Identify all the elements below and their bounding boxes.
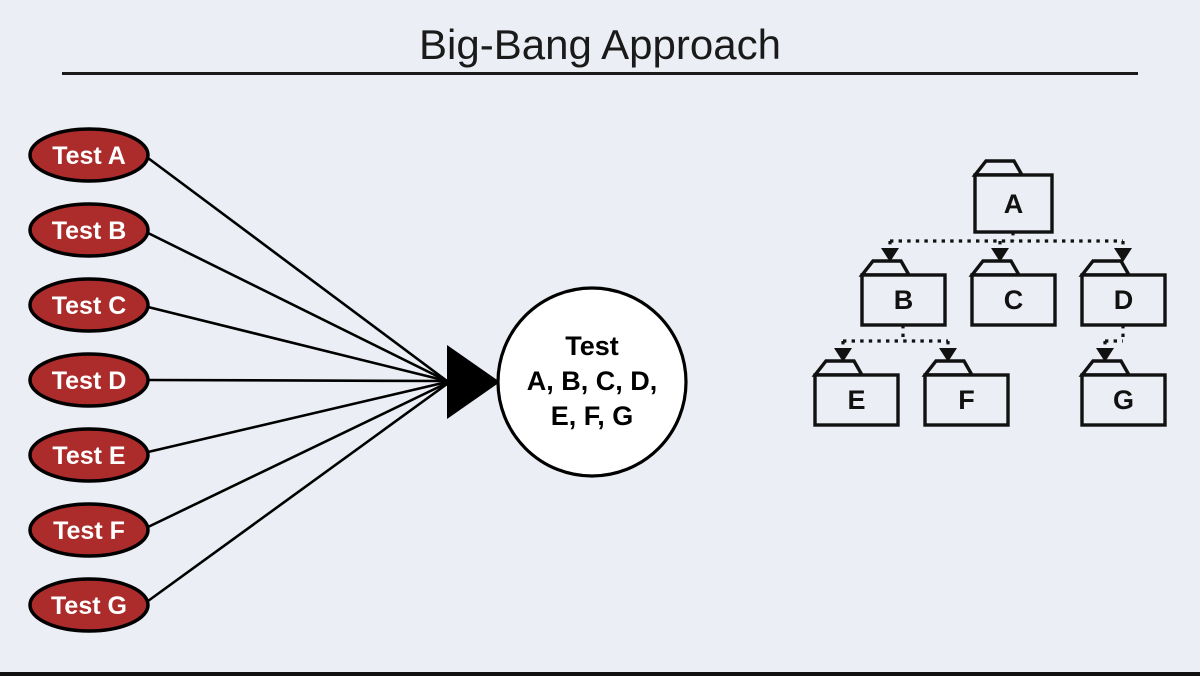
convergence-rays [147,156,448,603]
folder-body-icon [973,173,1054,234]
test-node-f[interactable]: Test F [28,502,150,558]
folder-node-f[interactable]: F [921,359,1010,427]
arrowhead-d-icon [1114,248,1132,262]
test-node-label: Test B [52,217,127,245]
folder-label: G [1113,385,1134,415]
ray-test-e [147,380,448,454]
folder-body-icon [1080,373,1167,427]
folder-node-e[interactable]: E [811,359,900,427]
folder-label: C [1004,285,1024,315]
folder-label: F [958,385,975,415]
page-title: Big-Bang Approach [419,21,781,68]
folder-body-icon [813,373,900,427]
folder-node-d[interactable]: D [1078,259,1167,327]
test-node-label: Test G [51,592,127,620]
folder-node-g[interactable]: G [1078,359,1167,427]
folder-tab-icon [1078,259,1132,277]
folder-tab-icon [858,259,912,277]
arrowhead-c-icon [991,248,1009,262]
folder-tab-icon [971,159,1025,177]
ellipse-shape [28,427,150,483]
convergence-arrow-icon [447,345,500,419]
ellipse-shape [28,127,150,183]
folder-label: A [1004,189,1024,219]
folder-body-icon [923,373,1010,427]
tree-arrowheads [834,248,1132,362]
folder-body-icon [1080,273,1167,327]
folder-label: E [847,385,865,415]
test-node-label: Test F [53,517,125,545]
test-node-e[interactable]: Test E [28,427,150,483]
ellipse-shape [28,202,150,258]
folder-tab-icon [968,259,1022,277]
hub-line-1: Test [565,331,619,361]
arrowhead-b-icon [881,248,899,262]
ellipse-shape [28,277,150,333]
folder-node-b[interactable]: B [858,259,947,327]
hub-circle-shape [496,286,688,478]
ray-test-a [147,156,448,383]
ray-test-c [147,305,448,383]
folder-tab-icon [921,359,975,377]
combined-test-node[interactable]: Test A, B, C, D, E, F, G [496,286,688,478]
test-node-a[interactable]: Test A [28,127,150,183]
hub-line-3: E, F, G [551,401,634,431]
test-node-label: Test C [52,292,127,320]
test-node-label: Test A [52,142,126,170]
arrowhead-f-icon [939,348,957,362]
test-node-d[interactable]: Test D [28,352,150,408]
folder-body-icon [860,273,947,327]
ellipse-shape [28,502,150,558]
test-node-b[interactable]: Test B [28,202,150,258]
test-node-label: Test D [52,367,127,395]
arrowhead-g-icon [1096,348,1114,362]
test-node-c[interactable]: Test C [28,277,150,333]
arrowhead-e-icon [834,348,852,362]
ray-test-d [147,378,448,383]
test-node-g[interactable]: Test G [28,577,150,633]
folder-node-a[interactable]: A [971,159,1054,234]
folder-label: D [1114,285,1134,315]
folder-tab-icon [1078,359,1132,377]
test-node-label: Test E [52,442,125,470]
folder-label: B [894,285,914,315]
folder-node-c[interactable]: C [968,259,1057,327]
folder-tab-icon [811,359,865,377]
ray-test-g [147,382,448,603]
ray-test-b [147,231,448,383]
folder-body-icon [970,273,1057,327]
ellipse-shape [28,352,150,408]
hub-line-2: A, B, C, D, [527,366,658,396]
ellipse-shape [28,577,150,633]
ray-test-f [147,381,448,529]
